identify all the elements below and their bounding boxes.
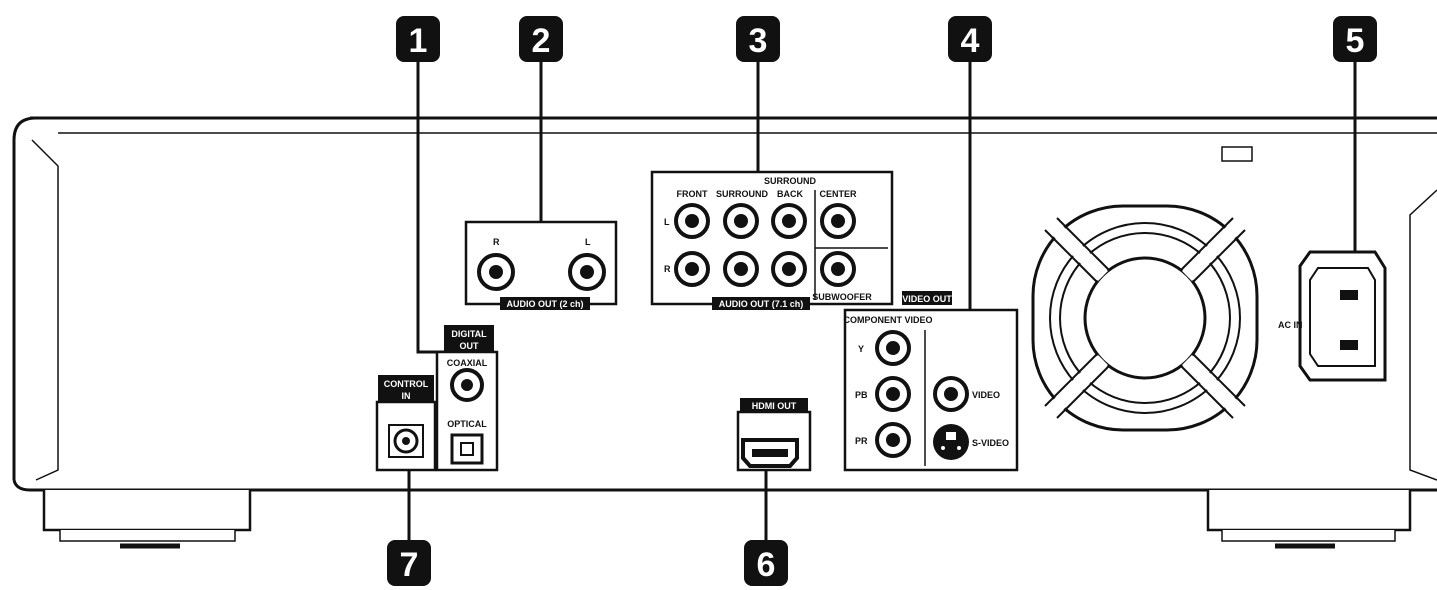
audio-2ch-l-label: L xyxy=(585,237,591,247)
rca-jack-component-y[interactable] xyxy=(875,330,911,366)
audio-out-multichannel-panel: FRONT SURROUND SURROUND BACK CENTER L R … xyxy=(650,170,894,310)
rca-jack-surround-back-r[interactable] xyxy=(771,251,807,287)
digital-out-title-2: OUT xyxy=(460,341,480,351)
control-in-panel: CONTROL IN xyxy=(375,375,437,472)
mc-surround-label: SURROUND xyxy=(716,189,769,199)
component-pr-label: PR xyxy=(855,436,868,446)
rca-jack-component-pb[interactable] xyxy=(875,376,911,412)
rca-jack-component-pr[interactable] xyxy=(875,422,911,458)
rca-jack-surround-back-l[interactable] xyxy=(771,203,807,239)
callout-7: 7 xyxy=(387,540,431,586)
audio-out-2ch-panel: R L AUDIO OUT (2 ch) xyxy=(464,220,618,310)
digital-out-panel: DIGITAL OUT COAXIAL OPTICAL xyxy=(435,325,499,472)
mc-row-r-label: R xyxy=(664,264,671,274)
component-pb-label: PB xyxy=(855,390,868,400)
callout-5: 5 xyxy=(1333,16,1377,62)
svg-text:3: 3 xyxy=(749,22,768,60)
rca-jack-surround-l[interactable] xyxy=(723,203,759,239)
callout-badges: 1 2 3 4 5 6 7 xyxy=(387,16,1377,586)
svg-text:7: 7 xyxy=(400,546,419,584)
chassis-feet xyxy=(42,490,1412,549)
svg-text:2: 2 xyxy=(532,22,551,60)
mc-front-label: FRONT xyxy=(677,189,708,199)
rca-jack-2ch-r[interactable] xyxy=(477,253,515,291)
rca-jack-front-r[interactable] xyxy=(674,251,710,287)
svg-text:5: 5 xyxy=(1346,22,1365,60)
hdmi-out-title: HDMI OUT xyxy=(752,401,797,411)
mc-surround-back-label-2: BACK xyxy=(777,189,803,199)
component-video-label: COMPONENT VIDEO xyxy=(843,315,932,325)
rca-jack-2ch-l[interactable] xyxy=(568,253,606,291)
mc-center-label: CENTER xyxy=(819,189,857,199)
rca-jack-front-l[interactable] xyxy=(674,203,710,239)
ac-in-label: AC IN xyxy=(1278,320,1303,330)
svg-text:6: 6 xyxy=(757,546,776,584)
callout-1: 1 xyxy=(396,16,440,62)
rca-jack-composite-video[interactable] xyxy=(933,376,969,412)
mc-row-l-label: L xyxy=(664,217,670,227)
callout-4: 4 xyxy=(948,16,992,62)
s-video-label: S-VIDEO xyxy=(972,438,1009,448)
component-y-label: Y xyxy=(858,344,864,354)
mc-title: AUDIO OUT (7.1 ch) xyxy=(719,299,804,309)
ac-inlet[interactable] xyxy=(1298,250,1387,382)
hdmi-out-panel: HDMI OUT xyxy=(736,398,812,472)
control-in-title-1: CONTROL xyxy=(384,379,429,389)
rca-jack-center[interactable] xyxy=(820,203,856,239)
control-in-jack[interactable] xyxy=(388,424,424,458)
optical-label: OPTICAL xyxy=(447,419,487,429)
digital-out-title-1: DIGITAL xyxy=(451,329,487,339)
hdmi-port[interactable] xyxy=(741,438,799,468)
cooling-fan xyxy=(1031,204,1259,432)
control-in-title-2: IN xyxy=(402,391,411,401)
mc-subwoofer-label: SUBWOOFER xyxy=(812,292,872,302)
video-out-panel: VIDEO OUT COMPONENT VIDEO Y PB PR VIDEO … xyxy=(843,291,1019,472)
rca-jack-subwoofer[interactable] xyxy=(820,251,856,287)
audio-2ch-r-label: R xyxy=(493,237,500,247)
mc-surround-back-label-1: SURROUND xyxy=(764,176,817,186)
coaxial-label: COAXIAL xyxy=(447,358,488,368)
svg-text:4: 4 xyxy=(961,22,980,60)
composite-video-label: VIDEO xyxy=(972,390,1000,400)
rca-jack-surround-r[interactable] xyxy=(723,251,759,287)
optical-jack[interactable] xyxy=(450,433,484,465)
coaxial-jack[interactable] xyxy=(450,368,484,402)
chassis xyxy=(12,116,1437,492)
svg-text:1: 1 xyxy=(409,22,428,60)
video-out-title: VIDEO OUT xyxy=(902,294,952,304)
callout-2: 2 xyxy=(519,16,563,62)
s-video-jack[interactable] xyxy=(933,424,969,460)
audio-2ch-title: AUDIO OUT (2 ch) xyxy=(506,299,583,309)
callout-3: 3 xyxy=(736,16,780,62)
callout-6: 6 xyxy=(744,540,788,586)
